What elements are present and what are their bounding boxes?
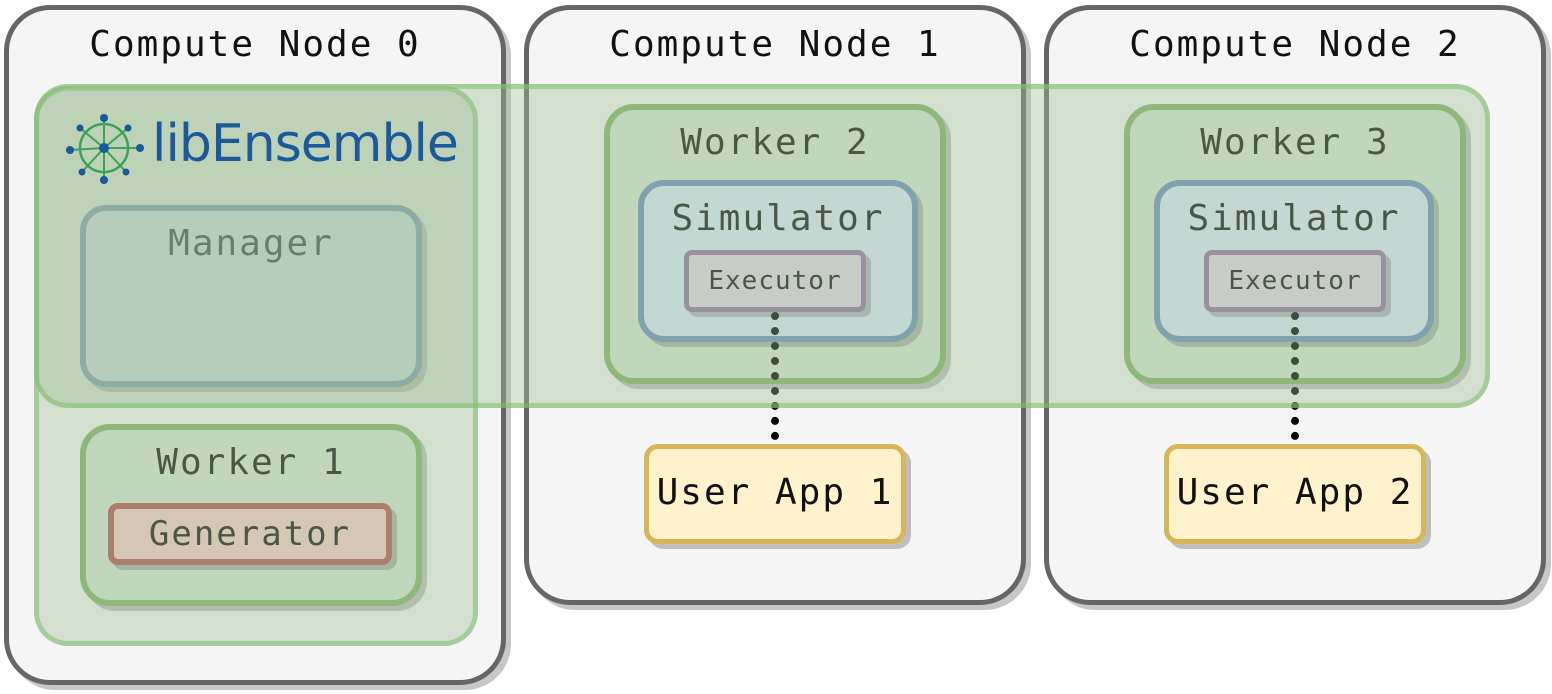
worker-2-title: Worker 2 [680, 122, 870, 163]
compute-node-0-title: Compute Node 0 [89, 24, 421, 65]
simulator-label-2: Simulator [671, 198, 885, 239]
connector-line-2 [771, 312, 779, 440]
compute-node-1-title: Compute Node 1 [609, 24, 941, 65]
executor-box-2: Executor [684, 250, 866, 312]
user-app-2-box: User App 2 [1164, 444, 1426, 544]
libensemble-network-icon [66, 114, 144, 184]
executor-box-3: Executor [1204, 250, 1386, 312]
generator-box: Generator [108, 503, 392, 565]
libensemble-logo: libEnsemble [60, 110, 460, 190]
manager-label: Manager [168, 223, 334, 264]
user-app-1-box: User App 1 [644, 444, 906, 544]
connector-line-3 [1291, 312, 1299, 440]
ensemble-horizontal-band [34, 84, 1490, 408]
manager-box: Manager [80, 205, 422, 387]
libensemble-wordmark: libEnsemble [152, 114, 459, 174]
simulator-label-3: Simulator [1187, 198, 1401, 239]
worker-3-title: Worker 3 [1200, 122, 1390, 163]
compute-node-2-title: Compute Node 2 [1129, 24, 1461, 65]
worker-1-title: Worker 1 [156, 442, 346, 483]
